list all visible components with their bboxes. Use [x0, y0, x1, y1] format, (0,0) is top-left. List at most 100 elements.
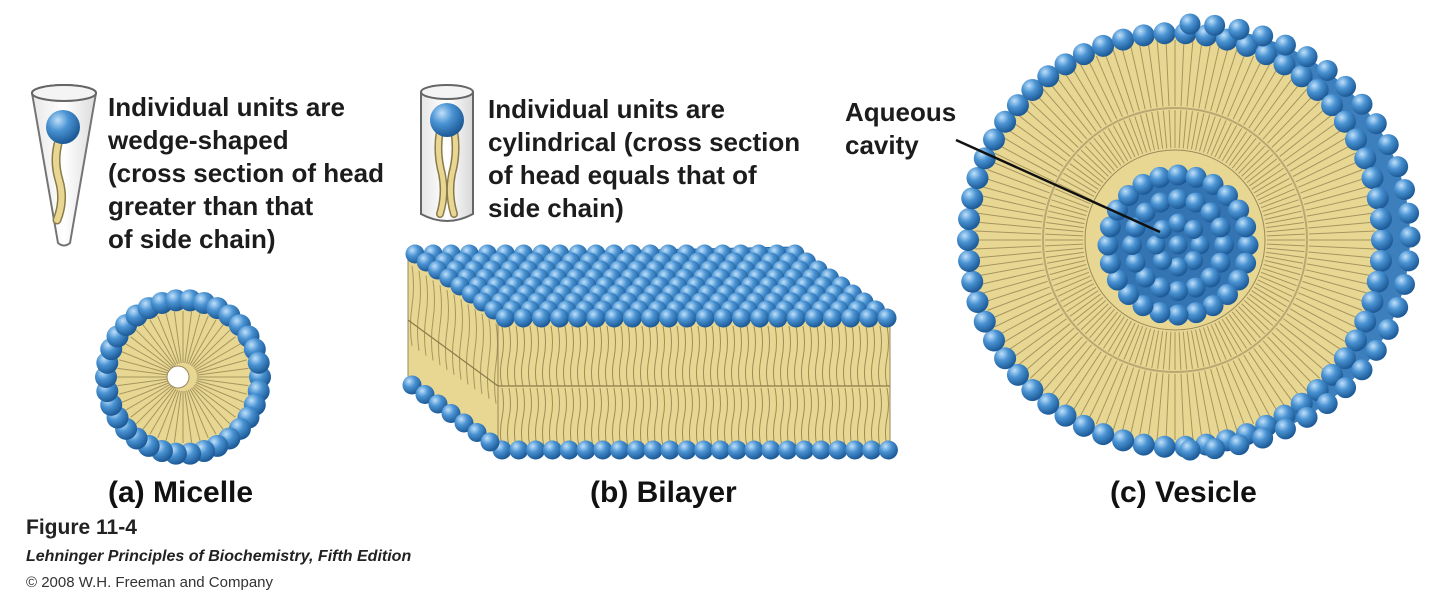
- lipid-head: [568, 308, 588, 328]
- lipid-head: [1167, 304, 1189, 326]
- lipid-head: [1204, 14, 1226, 36]
- lipid-head: [804, 308, 824, 328]
- lipid-head: [994, 347, 1017, 370]
- lipid-head: [1132, 173, 1154, 195]
- lipid-head: [467, 423, 487, 442]
- lipid-head: [1072, 43, 1095, 66]
- lipid-head: [1021, 78, 1044, 101]
- lipid-head: [957, 229, 979, 251]
- lipid-head: [877, 308, 897, 328]
- bilayer-caption: (b) Bilayer: [590, 476, 737, 509]
- lipid-head: [1185, 192, 1206, 213]
- lipid-head: [1054, 404, 1077, 427]
- lipid-head: [1210, 252, 1231, 273]
- lipid-head: [961, 270, 984, 293]
- lipid-head: [1369, 249, 1392, 272]
- lipid-head: [1335, 75, 1357, 97]
- lipid-head: [610, 440, 630, 460]
- micelle-diagram: [95, 289, 271, 465]
- lipid-head: [1168, 281, 1188, 301]
- lipid-head: [1092, 423, 1115, 446]
- lipid-head: [983, 329, 1006, 352]
- lipid-head: [1333, 110, 1356, 133]
- lipid-head: [1296, 406, 1318, 428]
- lipid-head: [1351, 359, 1373, 381]
- lipid-head: [1135, 267, 1156, 288]
- lipid-head: [1054, 53, 1077, 76]
- cylinder-unit-note: Individual units are cylindrical (cross …: [488, 94, 801, 223]
- lipid-head: [1274, 418, 1296, 440]
- lipid-head: [1252, 25, 1274, 47]
- figure-book-title: Lehninger Principles of Biochemistry, Fi…: [26, 548, 412, 565]
- lipid-head: [1168, 189, 1188, 209]
- lipid-head: [247, 351, 270, 374]
- lipid-head: [1099, 252, 1121, 274]
- lipid-head: [454, 413, 474, 433]
- lipid-head: [731, 308, 751, 328]
- lipid-head: [994, 110, 1017, 133]
- lipid-head: [845, 440, 865, 460]
- lipid-head: [1398, 250, 1420, 272]
- lipid-head: [1333, 347, 1356, 370]
- vesicle-diagram: [955, 13, 1421, 461]
- lipid-head: [1365, 113, 1387, 135]
- lipid-head: [1132, 433, 1155, 456]
- lipid-head: [1097, 234, 1119, 256]
- lipid-head: [1351, 93, 1373, 115]
- lipid-head: [1200, 267, 1221, 288]
- lipid-head: [1150, 192, 1171, 213]
- lipid-head: [660, 440, 680, 460]
- lipid-head: [1185, 277, 1206, 298]
- lipid-head: [1387, 296, 1409, 318]
- lipid-head: [1202, 295, 1224, 317]
- lipid-head: [1149, 302, 1171, 324]
- lipid-head: [1399, 226, 1421, 248]
- lipid-head: [1168, 213, 1188, 233]
- lipid-head: [1149, 166, 1171, 188]
- lipid-head: [1366, 270, 1389, 293]
- lipid-head: [768, 308, 788, 328]
- figure-number: Figure 11-4: [26, 516, 137, 539]
- cavity-pointer-line: [955, 138, 1161, 234]
- lipid-head: [1167, 164, 1189, 186]
- lipid-head: [1377, 134, 1399, 156]
- lipid-head: [778, 440, 798, 460]
- lipid-head: [1112, 28, 1135, 51]
- lipid-head: [677, 308, 697, 328]
- bilayer-diagram: [402, 244, 898, 460]
- lipid-head: [828, 440, 848, 460]
- lipid-head: [1237, 234, 1259, 256]
- vesicle-caption: (c) Vesicle: [1110, 476, 1257, 509]
- lipid-head: [586, 308, 606, 328]
- lipid-head: [1321, 363, 1344, 386]
- lipid-head: [1354, 310, 1377, 333]
- lipid-head: [750, 308, 770, 328]
- lipid-head: [1316, 393, 1338, 415]
- lipid-head: [1255, 43, 1278, 66]
- lipid-head: [1190, 235, 1210, 255]
- lipid-head: [1202, 173, 1224, 195]
- lipid-head: [710, 440, 730, 460]
- lipid-head: [1037, 392, 1060, 415]
- lipid-head: [1387, 156, 1409, 178]
- lipid-head: [1072, 414, 1095, 437]
- lipid-head: [1204, 438, 1226, 460]
- lipid-head: [1099, 216, 1121, 238]
- lipid-head: [1235, 34, 1258, 57]
- lipid-head: [1168, 257, 1188, 277]
- lipid-head: [1132, 295, 1154, 317]
- lipid-head: [1335, 377, 1357, 399]
- wedge-unit-icon: [31, 84, 97, 247]
- lipid-head: [1228, 434, 1250, 456]
- lipid-head: [958, 249, 981, 272]
- lipid-head: [643, 440, 663, 460]
- lipid-head: [1112, 429, 1135, 452]
- lipid-head: [513, 308, 533, 328]
- lipid-head: [677, 440, 697, 460]
- lipid-head: [1006, 363, 1029, 386]
- lipid-head: [659, 308, 679, 328]
- lipid-head: [786, 308, 806, 328]
- lipid-head: [1146, 235, 1166, 255]
- lipid-head: [1200, 202, 1221, 223]
